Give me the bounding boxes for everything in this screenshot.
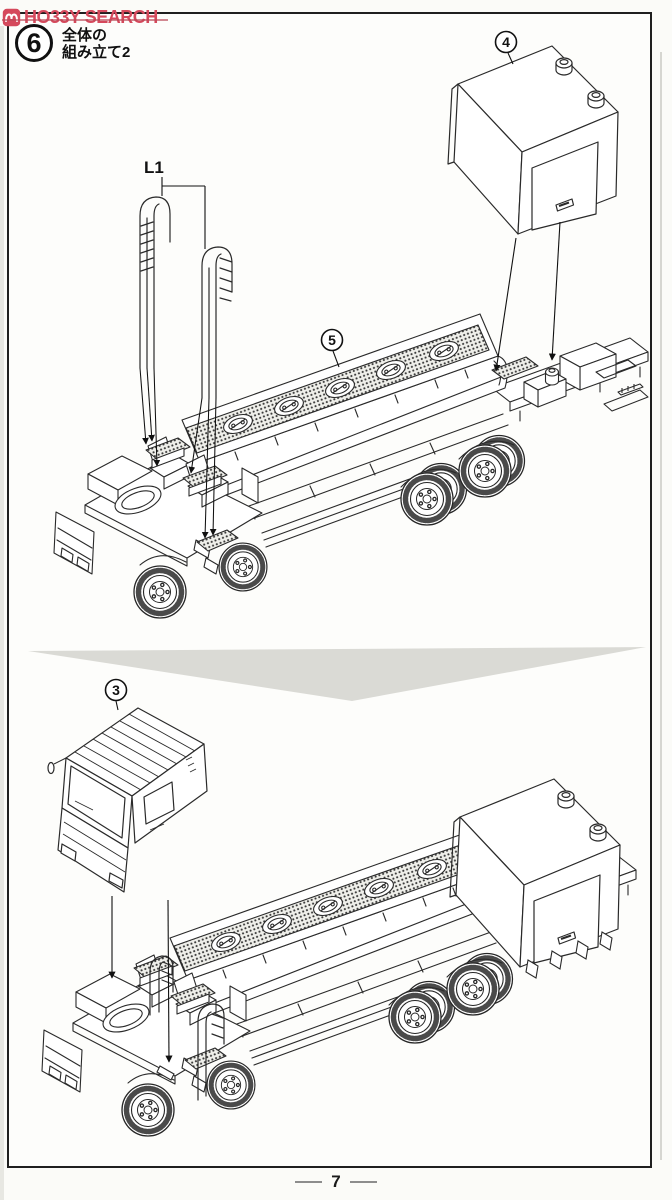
storage-box-part	[447, 45, 619, 235]
watermark-strike-line	[2, 19, 168, 21]
section-divider-arrow	[28, 647, 646, 701]
step-number-badge: 6	[15, 24, 53, 62]
svg-text:4: 4	[502, 34, 510, 50]
hobbysearch-watermark: HO33Y SEARCH	[2, 5, 168, 29]
tanker-chassis-top	[54, 314, 648, 618]
footer-dash-right	[349, 1180, 377, 1183]
storage-box-installed	[449, 778, 621, 968]
svg-text:5: 5	[328, 332, 336, 348]
hobbysearch-logo-text: HO33Y SEARCH	[24, 7, 158, 27]
box-assembly-leaders	[493, 221, 561, 386]
step-title-line1: 全体の	[62, 27, 108, 44]
part-label-cab: 3	[104, 678, 128, 711]
illustration-assembly-bottom: 3	[42, 678, 636, 1137]
step-title: 全体の 組み立て2	[62, 24, 130, 62]
box-mount-feet	[525, 931, 613, 979]
ladder-assembly-leaders	[139, 367, 217, 539]
rear-deck-equipment	[491, 342, 649, 412]
hobbysearch-logo-icon	[2, 8, 21, 26]
scan-edge-shadow-left	[0, 26, 4, 1200]
svg-text:3: 3	[112, 682, 120, 698]
small-cap-part	[544, 367, 560, 386]
footer-dash-left	[295, 1180, 323, 1183]
cab-part	[47, 707, 208, 893]
ladder-parts-L1	[139, 196, 233, 399]
cab-assembly-leaders	[108, 896, 175, 1081]
step-number: 6	[26, 27, 42, 58]
part-label-storage-box: 4	[494, 30, 518, 65]
page-footer: 7	[0, 1173, 672, 1190]
scan-edge-shadow-right	[660, 52, 662, 1160]
page-number: 7	[331, 1172, 341, 1191]
step-header: 6 全体の 組み立て2	[15, 24, 130, 62]
ladders-installed	[149, 955, 225, 1101]
part-label-catwalk: 5	[320, 328, 344, 368]
illustration-assembly-top: L1 4 5	[54, 30, 649, 619]
step-title-line2: 組み立て2	[62, 44, 131, 61]
label-L1-bracket	[161, 177, 206, 249]
part-label-ladder: L1	[144, 158, 164, 177]
